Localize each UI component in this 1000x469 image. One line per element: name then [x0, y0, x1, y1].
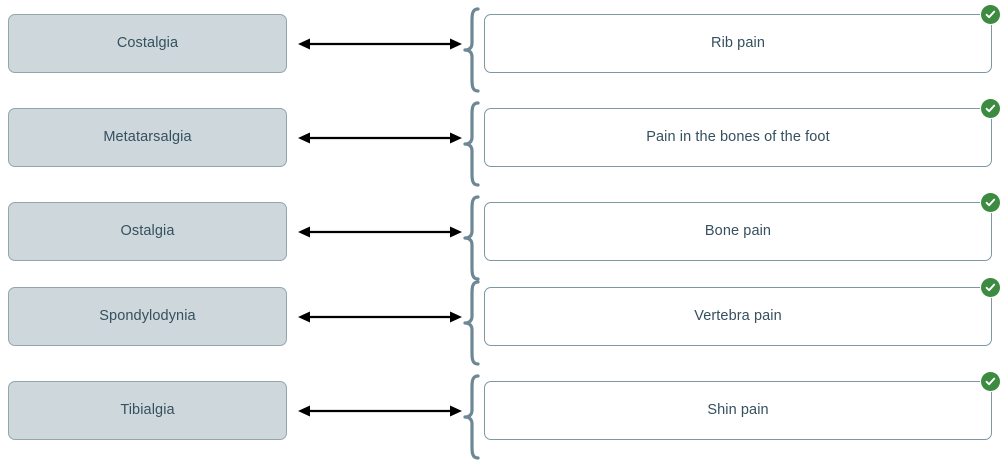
- answer-card[interactable]: Rib pain: [484, 14, 992, 73]
- answer-card[interactable]: Bone pain: [484, 202, 992, 261]
- term-label: Spondylodynia: [99, 307, 196, 324]
- curly-brace-icon: [461, 280, 483, 366]
- double-headed-arrow-icon: [298, 309, 462, 325]
- answer-label: Shin pain: [707, 402, 769, 419]
- check-circle-icon: [981, 99, 1000, 118]
- curly-brace-icon: [461, 195, 483, 281]
- check-circle-icon: [981, 193, 1000, 212]
- answer-slot: Shin pain: [484, 372, 1000, 440]
- double-headed-arrow-icon: [298, 130, 462, 146]
- double-headed-arrow-icon: [298, 36, 462, 52]
- answer-card[interactable]: Vertebra pain: [484, 287, 992, 346]
- answer-slot: Vertebra pain: [484, 278, 1000, 346]
- double-headed-arrow-icon: [298, 224, 462, 240]
- answer-label: Bone pain: [704, 223, 772, 240]
- match-row: Spondylodynia Vertebra pain: [0, 278, 1000, 375]
- match-row: Metatarsalgia Pain in the bones of the f…: [0, 99, 1000, 196]
- term-card[interactable]: Metatarsalgia: [8, 108, 287, 167]
- answer-slot: Pain in the bones of the foot: [484, 99, 1000, 167]
- term-label: Ostalgia: [120, 222, 175, 239]
- term-card[interactable]: Ostalgia: [8, 202, 287, 261]
- answer-slot: Bone pain: [484, 193, 1000, 261]
- curly-brace-icon: [461, 374, 483, 460]
- term-label: Metatarsalgia: [103, 128, 192, 145]
- answer-slot: Rib pain: [484, 5, 1000, 73]
- answer-card[interactable]: Shin pain: [484, 381, 992, 440]
- answer-label: Vertebra pain: [694, 308, 782, 325]
- answer-label: Rib pain: [711, 35, 765, 52]
- term-label: Tibialgia: [120, 401, 175, 418]
- matching-exercise-board: Costalgia Rib pain: [0, 5, 1000, 460]
- answer-label: Pain in the bones of the foot: [646, 129, 830, 146]
- term-label: Costalgia: [116, 34, 179, 51]
- match-row: Costalgia Rib pain: [0, 5, 1000, 102]
- curly-brace-icon: [461, 7, 483, 93]
- match-row: Ostalgia Bone pain: [0, 193, 1000, 290]
- answer-card[interactable]: Pain in the bones of the foot: [484, 108, 992, 167]
- match-row: Tibialgia Shin pain: [0, 372, 1000, 469]
- double-headed-arrow-icon: [298, 403, 462, 419]
- term-card[interactable]: Spondylodynia: [8, 287, 287, 346]
- term-card[interactable]: Tibialgia: [8, 381, 287, 440]
- term-card[interactable]: Costalgia: [8, 14, 287, 73]
- check-circle-icon: [981, 278, 1000, 297]
- curly-brace-icon: [461, 101, 483, 187]
- check-circle-icon: [981, 372, 1000, 391]
- check-circle-icon: [981, 5, 1000, 24]
